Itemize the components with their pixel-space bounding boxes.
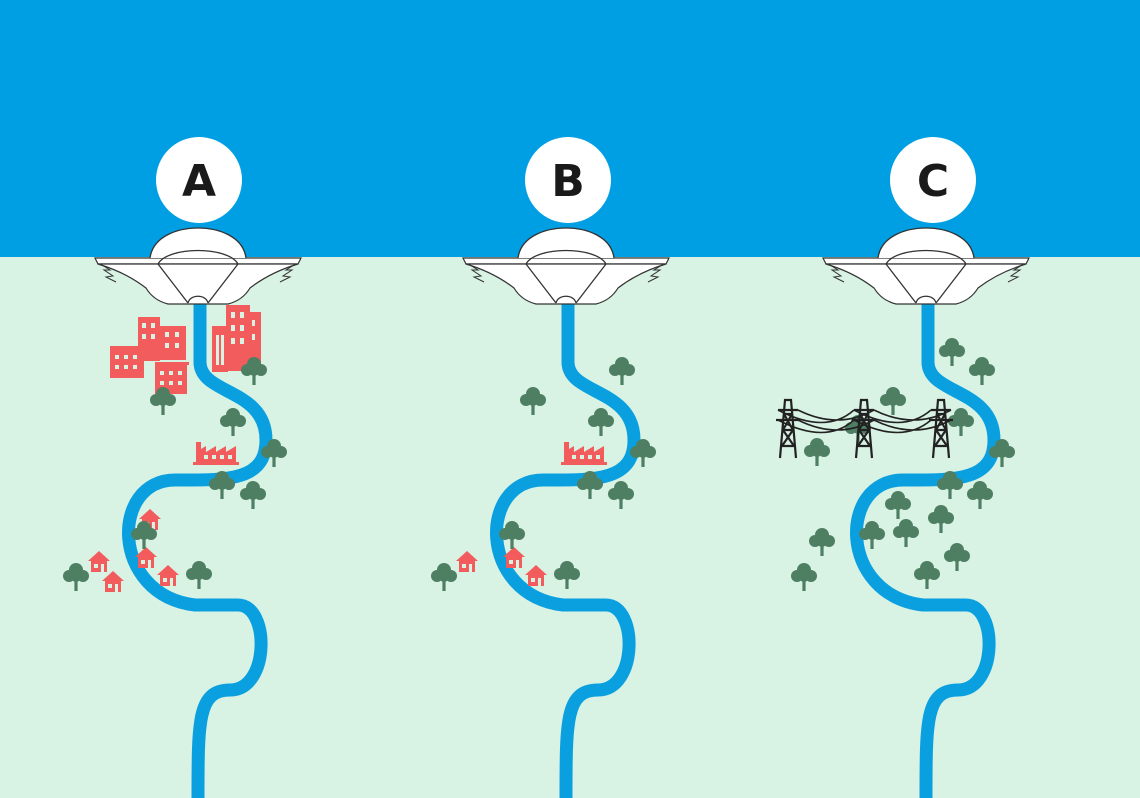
- power-line-c: [774, 398, 955, 460]
- panel-b-label: B: [551, 156, 585, 207]
- river-b: [490, 300, 641, 798]
- panel-c-badge: C: [890, 137, 976, 223]
- panel-a-badge: A: [156, 137, 242, 223]
- panel-b-badge: B: [525, 137, 611, 223]
- river-a: [122, 300, 273, 798]
- panel-c-label: C: [917, 156, 949, 207]
- city-icon: [110, 305, 261, 394]
- rivers: [122, 300, 1001, 798]
- river-c: [850, 300, 1001, 798]
- panel-a-label: A: [182, 156, 216, 207]
